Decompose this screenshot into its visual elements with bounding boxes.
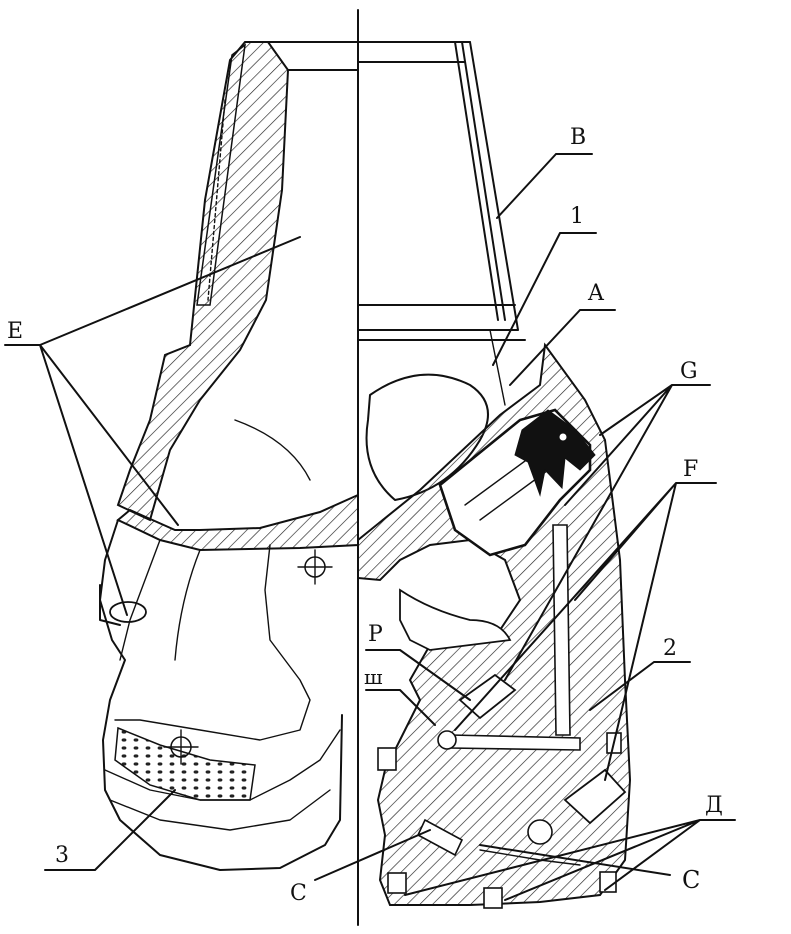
leader-lines bbox=[4, 153, 736, 901]
label-b: B bbox=[570, 125, 586, 150]
insert-c bbox=[416, 818, 464, 857]
horizontal-channel bbox=[449, 734, 581, 751]
left-half-view bbox=[99, 41, 471, 871]
label-a: A bbox=[587, 281, 605, 306]
center-mark-lower bbox=[163, 729, 199, 765]
top-edge-line bbox=[267, 41, 471, 71]
left-leg-outline bbox=[99, 519, 343, 871]
label-e: E bbox=[7, 319, 23, 344]
label-c-right: C bbox=[682, 866, 700, 894]
vertical-channel bbox=[552, 524, 571, 736]
label-d: Д bbox=[705, 793, 723, 818]
center-mark-upper bbox=[297, 549, 333, 585]
left-thread-strip bbox=[196, 43, 246, 306]
label-g: G bbox=[680, 359, 698, 384]
right-half-section bbox=[357, 41, 632, 909]
tooth-3 bbox=[483, 887, 503, 909]
label-2: 2 bbox=[663, 636, 677, 661]
label-sh: ш bbox=[364, 665, 383, 689]
left-nozzle bbox=[109, 601, 147, 623]
label-3: 3 bbox=[55, 843, 69, 868]
label-p: P bbox=[368, 622, 383, 647]
tooth-1 bbox=[377, 747, 397, 771]
plug-p bbox=[458, 673, 517, 720]
label-f: F bbox=[683, 457, 698, 482]
label-c-left: C bbox=[290, 881, 307, 906]
lower-cavity bbox=[399, 588, 512, 651]
left-shank-wall bbox=[116, 41, 290, 522]
pin-outline bbox=[357, 41, 526, 341]
insert-w-shape bbox=[514, 409, 596, 497]
plug-lower-right bbox=[563, 768, 627, 825]
label-1: 1 bbox=[570, 204, 584, 229]
labels: B 1 A E G F P ш 2 Д 3 C C bbox=[7, 125, 723, 906]
inserts-band bbox=[114, 726, 256, 801]
tooth-2 bbox=[387, 872, 407, 894]
